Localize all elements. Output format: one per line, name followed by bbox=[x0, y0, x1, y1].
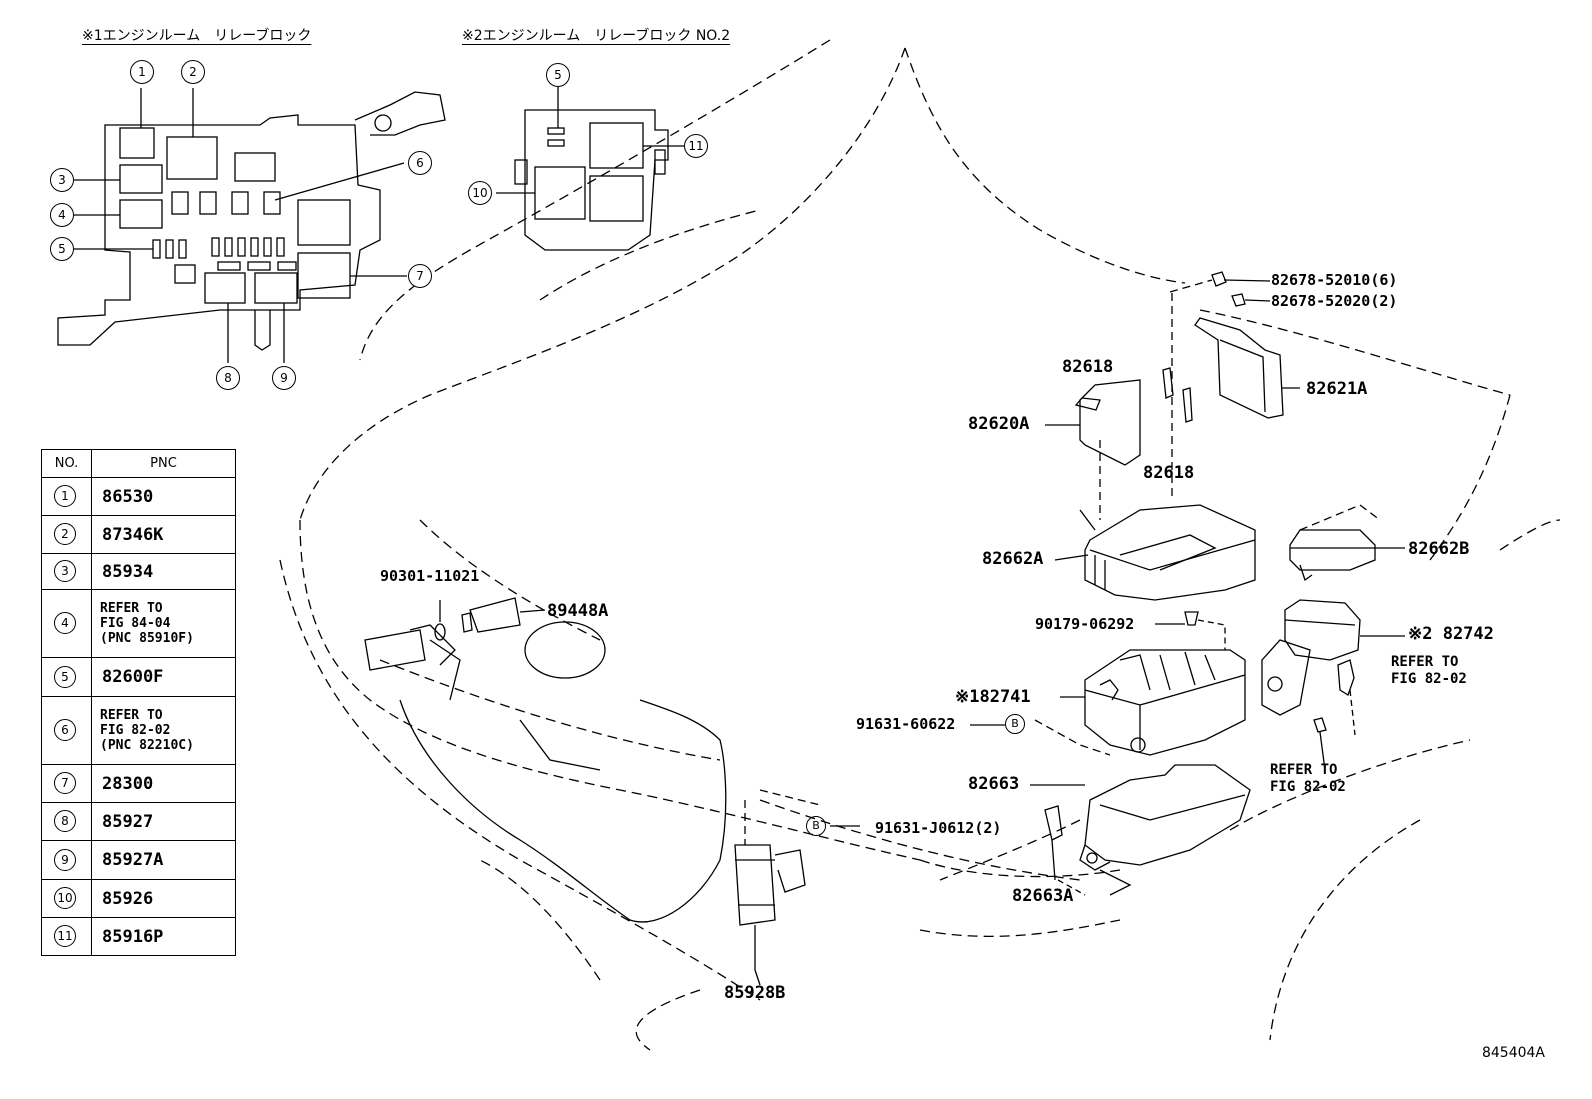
table-row-pnc: REFER TO FIG 84-04 (PNC 85910F) bbox=[91, 589, 236, 658]
callout-9: 9 bbox=[272, 366, 296, 390]
table-row: 9 85927A bbox=[41, 840, 236, 880]
table-row-pnc: 85927 bbox=[91, 802, 236, 841]
table-row-pnc: 85926 bbox=[91, 879, 236, 918]
callout-11: 11 bbox=[684, 134, 708, 158]
vehicle-outline bbox=[279, 39, 1561, 1051]
relay-block-1-header: ※1エンジンルーム リレーブロック bbox=[82, 28, 312, 44]
part-82741: ※182741 bbox=[955, 687, 1031, 707]
table-row: 10 85926 bbox=[41, 879, 236, 918]
table-row-no: 4 bbox=[54, 612, 76, 634]
table-row-no: 8 bbox=[54, 810, 76, 832]
part-91631-j0612: 91631-J0612(2) bbox=[875, 819, 1002, 837]
part-90301-11021: 90301-11021 bbox=[380, 567, 480, 585]
connector-left bbox=[364, 624, 456, 671]
callout-5-block2: 5 bbox=[546, 63, 570, 87]
table-row: 2 87346K bbox=[41, 515, 236, 554]
part-82662a: 82662A bbox=[982, 549, 1044, 569]
table-row-no: 11 bbox=[54, 925, 76, 947]
table-header-row: NO. PNC bbox=[41, 449, 236, 478]
part-82663a: 82663A bbox=[1012, 886, 1074, 906]
part-82678-52010: 82678-52010(6) bbox=[1271, 271, 1398, 289]
pnc-table: NO. PNC 1 86530 2 87346K 3 85934 4 REFER… bbox=[41, 449, 236, 956]
table-row: 1 86530 bbox=[41, 477, 236, 516]
table-row-no: 9 bbox=[54, 849, 76, 871]
table-row-no: 1 bbox=[54, 485, 76, 507]
table-row: 4 REFER TO FIG 84-04 (PNC 85910F) bbox=[41, 589, 236, 658]
table-row: 6 REFER TO FIG 82-02 (PNC 82210C) bbox=[41, 696, 236, 765]
table-row-no: 10 bbox=[54, 887, 76, 909]
table-row-pnc: 85934 bbox=[91, 553, 236, 590]
part-82742: ※2 82742 bbox=[1408, 624, 1494, 644]
part-82678-52020: 82678-52020(2) bbox=[1271, 292, 1398, 310]
callout-6: 6 bbox=[408, 151, 432, 175]
table-row: 11 85916P bbox=[41, 917, 236, 956]
refer-fig-82-02-a: REFER TO FIG 82-02 bbox=[1391, 654, 1467, 687]
table-row: 5 82600F bbox=[41, 657, 236, 697]
part-90179-06292: 90179-06292 bbox=[1035, 615, 1135, 633]
table-row-pnc: 87346K bbox=[91, 515, 236, 554]
bolt-ref-b-2: B bbox=[806, 816, 826, 836]
table-row-pnc: 82600F bbox=[91, 657, 236, 697]
callout-4: 4 bbox=[50, 203, 74, 227]
table-row-no: 3 bbox=[54, 560, 76, 582]
table-row: 3 85934 bbox=[41, 553, 236, 590]
relay-block-1-drawing bbox=[57, 88, 446, 363]
part-82618-bottom: 82618 bbox=[1143, 463, 1195, 483]
table-row-pnc: 85916P bbox=[91, 917, 236, 956]
relay-block-2-drawing bbox=[496, 87, 684, 251]
part-82621a: 82621A bbox=[1306, 379, 1368, 399]
callout-8: 8 bbox=[216, 366, 240, 390]
table-row: 8 85927 bbox=[41, 802, 236, 841]
table-row-no: 5 bbox=[54, 666, 76, 688]
callout-1: 1 bbox=[130, 60, 154, 84]
relay-block-2-header: ※2エンジンルーム リレーブロック NO.2 bbox=[462, 28, 731, 44]
part-82618-top: 82618 bbox=[1062, 357, 1114, 377]
table-row-pnc: 28300 bbox=[91, 764, 236, 803]
bolt-ref-b-1: B bbox=[1005, 714, 1025, 734]
table-head-pnc: PNC bbox=[91, 449, 236, 478]
part-82663: 82663 bbox=[968, 774, 1020, 794]
part-85928b: 85928B bbox=[724, 983, 786, 1003]
part-82620a: 82620A bbox=[968, 414, 1030, 434]
callout-2: 2 bbox=[181, 60, 205, 84]
table-row-pnc: REFER TO FIG 82-02 (PNC 82210C) bbox=[91, 696, 236, 765]
figure-number: 845404A bbox=[1481, 1045, 1545, 1061]
table-row-no: 2 bbox=[54, 523, 76, 545]
relay-block-parts bbox=[434, 271, 1405, 986]
part-82662b: 82662B bbox=[1408, 539, 1470, 559]
table-row-pnc: 85927A bbox=[91, 840, 236, 880]
table-head-no: NO. bbox=[41, 449, 92, 478]
table-row-no: 7 bbox=[54, 772, 76, 794]
callout-7: 7 bbox=[408, 264, 432, 288]
refer-fig-82-02-b: REFER TO FIG 82-02 bbox=[1270, 762, 1346, 795]
callout-10: 10 bbox=[468, 181, 492, 205]
part-89448a: 89448A bbox=[547, 601, 609, 621]
table-row-no: 6 bbox=[54, 719, 76, 741]
table-row-pnc: 86530 bbox=[91, 477, 236, 516]
headlight-outline bbox=[399, 621, 727, 923]
callout-3: 3 bbox=[50, 168, 74, 192]
callout-5: 5 bbox=[50, 237, 74, 261]
part-91631-60622: 91631-60622 bbox=[856, 715, 956, 733]
table-row: 7 28300 bbox=[41, 764, 236, 803]
